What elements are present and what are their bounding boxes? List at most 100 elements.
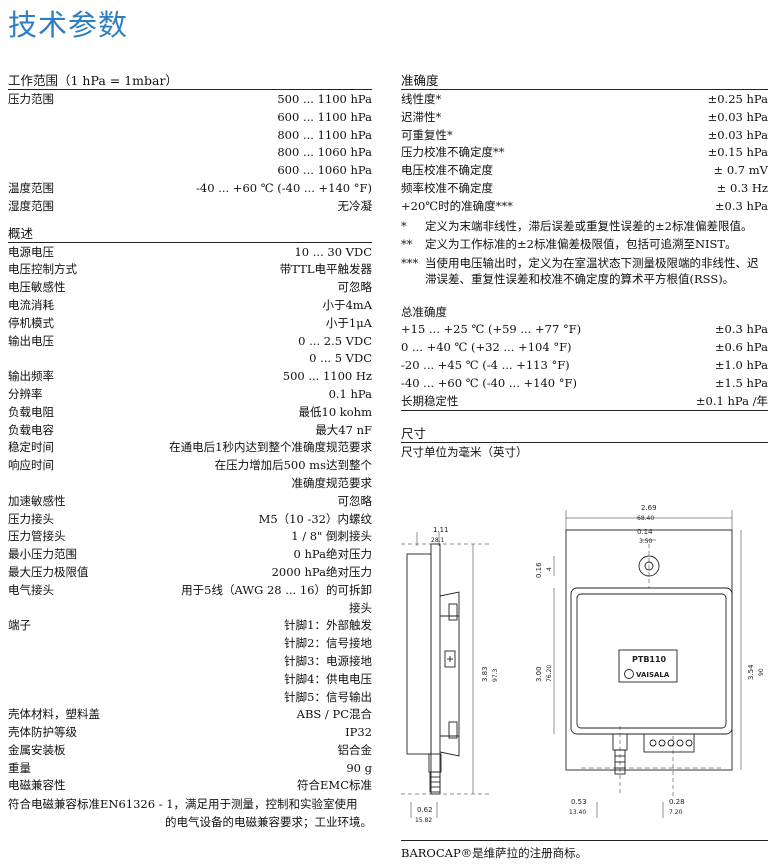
spec-value: M5（10 -32）内螺纹 [259,511,372,529]
spec-value-line: 0 ... 5 VDC [309,351,372,366]
accuracy-row-value: ± 0.7 mV [713,163,768,178]
accuracy-row-value: ±0.03 hPa [707,127,768,142]
footnote-text: 定义为末端非线性，滞后误差或重复性误差的±2标准偏差限值。 [425,218,753,233]
spec-label: 电源电压 [8,244,54,259]
spec-value-line: 针脚4：供电电压 [284,671,372,686]
dim-label-d9b: 13.40 [569,809,586,816]
footnote: ***当使用电压输出时，定义为在室温状态下测量极限端的非线性、迟滞误差、重复性误… [401,255,768,288]
spec-value-line: 接头 [349,600,372,615]
spec-row: 加速敏感性 可忽略 [8,493,372,511]
spec-value-line: 0 hPa绝对压力 [293,547,372,562]
spec-value: -40 ... +60 ℃ (-40 ... +140 °F) [196,180,372,198]
dim-label-d6: 3.00 [535,666,543,682]
total-accuracy-header: 总准确度 [401,304,447,319]
spec-value-line: 小于4mA [322,297,372,312]
spec-value: 带TTL电平触发器 [280,261,372,279]
spec-value: 铝合金 [338,742,373,760]
spec-value-line: 可忽略 [337,280,373,295]
spec-value: 最大47 nF [315,422,372,440]
spec-value: 小于4mA [322,297,372,315]
model-label-box [618,649,678,683]
spec-value-line: 针脚1：外部触发 [284,618,372,633]
spec-row: 负载电阻最低10 kohm [8,404,372,422]
emc-note-line1: 符合电磁兼容标准EN61326 - 1，满足用于测量，控制和实验室使用 [8,797,358,812]
spec-value-line: 在通电后1秒内达到整个准确度规范要求 [169,440,372,455]
spec-value-line: 最大47 nF [315,422,372,437]
accuracy-row-label: 频率校准不确定度 [401,180,493,195]
spec-value: IP32 [345,724,372,742]
spec-value-line: M5（10 -32）内螺纹 [258,511,372,526]
accuracy-row: +20℃时的准确度*** ±0.3 hPa [401,198,768,216]
dim-label-d4b: 4 [546,567,553,571]
footnote: **定义为工作标准的±2标准偏差极限值，包括可追溯至NIST。 [401,236,768,253]
spec-value-line: 符合EMC标准 [297,778,372,793]
spec-label: 电压控制方式 [8,262,77,277]
page-title: 技术参数 [8,8,129,42]
general-header: 概述 [8,226,372,243]
accuracy-row-label: 线性度* [401,92,442,106]
side-view-body [406,553,432,755]
accuracy-row: 压力校准不确定度**±0.15 hPa [401,144,768,162]
dimension-drawing: 1.11 28.1 2.69 68.40 0.14 3.50 0.16 4 3.… [401,504,765,824]
dim-label-d9: 0.53 [571,798,587,806]
total-accuracy-row-value: ±1.0 hPa [714,357,768,372]
spec-value-line: 铝合金 [337,742,373,757]
spec-label: 负载电阻 [8,404,54,419]
accuracy-row-label: 迟滞性* [401,109,442,124]
spec-label: 电气接头 [8,582,54,597]
accuracy-row-label: 可重复性* [401,127,453,142]
accuracy-row-label: 压力校准不确定度** [401,145,505,160]
spec-value: 符合EMC标准 [297,777,372,795]
accuracy-row-label: +20℃时的准确度*** [401,198,513,213]
spec-label: 电压敏感性 [8,280,66,295]
spec-row: 金属安装板铝合金 [8,742,372,760]
spec-row: 负载电容最大47 nF [8,422,372,440]
total-accuracy-row-label: 0 ... +40 ℃ (+32 ... +104 °F) [401,340,572,355]
spec-value: 0.1 hPa [329,386,372,404]
accuracy-row: 电压校准不确定度 ± 0.7 mV [401,162,768,180]
spec-label: 输出频率 [8,369,54,384]
accuracy-row-value: ±0.3 hPa [714,198,768,213]
spec-value-line: 0 ... 2.5 VDC [298,333,372,348]
total-accuracy-row-label: +15 ... +25 ℃ (+59 ... +77 °F) [401,322,582,337]
dim-label-d3b: 3.50 [639,538,653,545]
long-term-stability-row: 长期稳定性 ±0.1 hPa /年 [401,393,768,412]
accuracy-row-label: 电压校准不确定度 [401,163,493,178]
accuracy-row-value: ±0.25 hPa [707,92,768,106]
footnote: *定义为末端非线性，滞后误差或重复性误差的±2标准偏差限值。 [401,218,768,235]
spec-value-line: 600 ... 1060 hPa [277,163,372,178]
spec-label: 分辨率 [8,386,43,401]
spec-label: 加速敏感性 [8,493,66,508]
dim-label-d5: 3.83 [481,666,489,682]
spec-row: 端子针脚1：外部触发针脚2：信号接地针脚3：电源接地针脚4：供电电压针脚5：信号… [8,617,372,706]
spec-row: 电压控制方式 带TTL电平触发器 [8,261,372,279]
front-view-connector [643,733,695,753]
spec-value: 可忽略 [338,493,373,511]
spec-value-line: 800 ... 1060 hPa [277,145,372,160]
dim-label-d4: 0.16 [535,562,543,578]
dim-label-d8: 0.62 [417,806,433,814]
spec-value-line: 用于5线（AWG 28 ... 16）的可拆卸 [181,582,372,597]
spec-value-line: 800 ... 1100 hPa [277,127,372,142]
accuracy-row-value: ± 0.3 Hz [716,180,768,195]
spec-value-line: 针脚2：信号接地 [284,636,372,651]
spec-row: 湿度范围无冷凝 [8,198,372,216]
spec-label: 温度范围 [8,180,54,195]
spec-value: 可忽略 [338,279,373,297]
spec-label: 壳体防护等级 [8,725,77,740]
emc-note-line2: 的电气设备的电磁兼容要求；工业环境。 [165,815,372,830]
accuracy-row-value: ±0.03 hPa [707,109,768,124]
spec-value: 0 ... 2.5 VDC 0 ... 5 VDC [298,333,372,369]
